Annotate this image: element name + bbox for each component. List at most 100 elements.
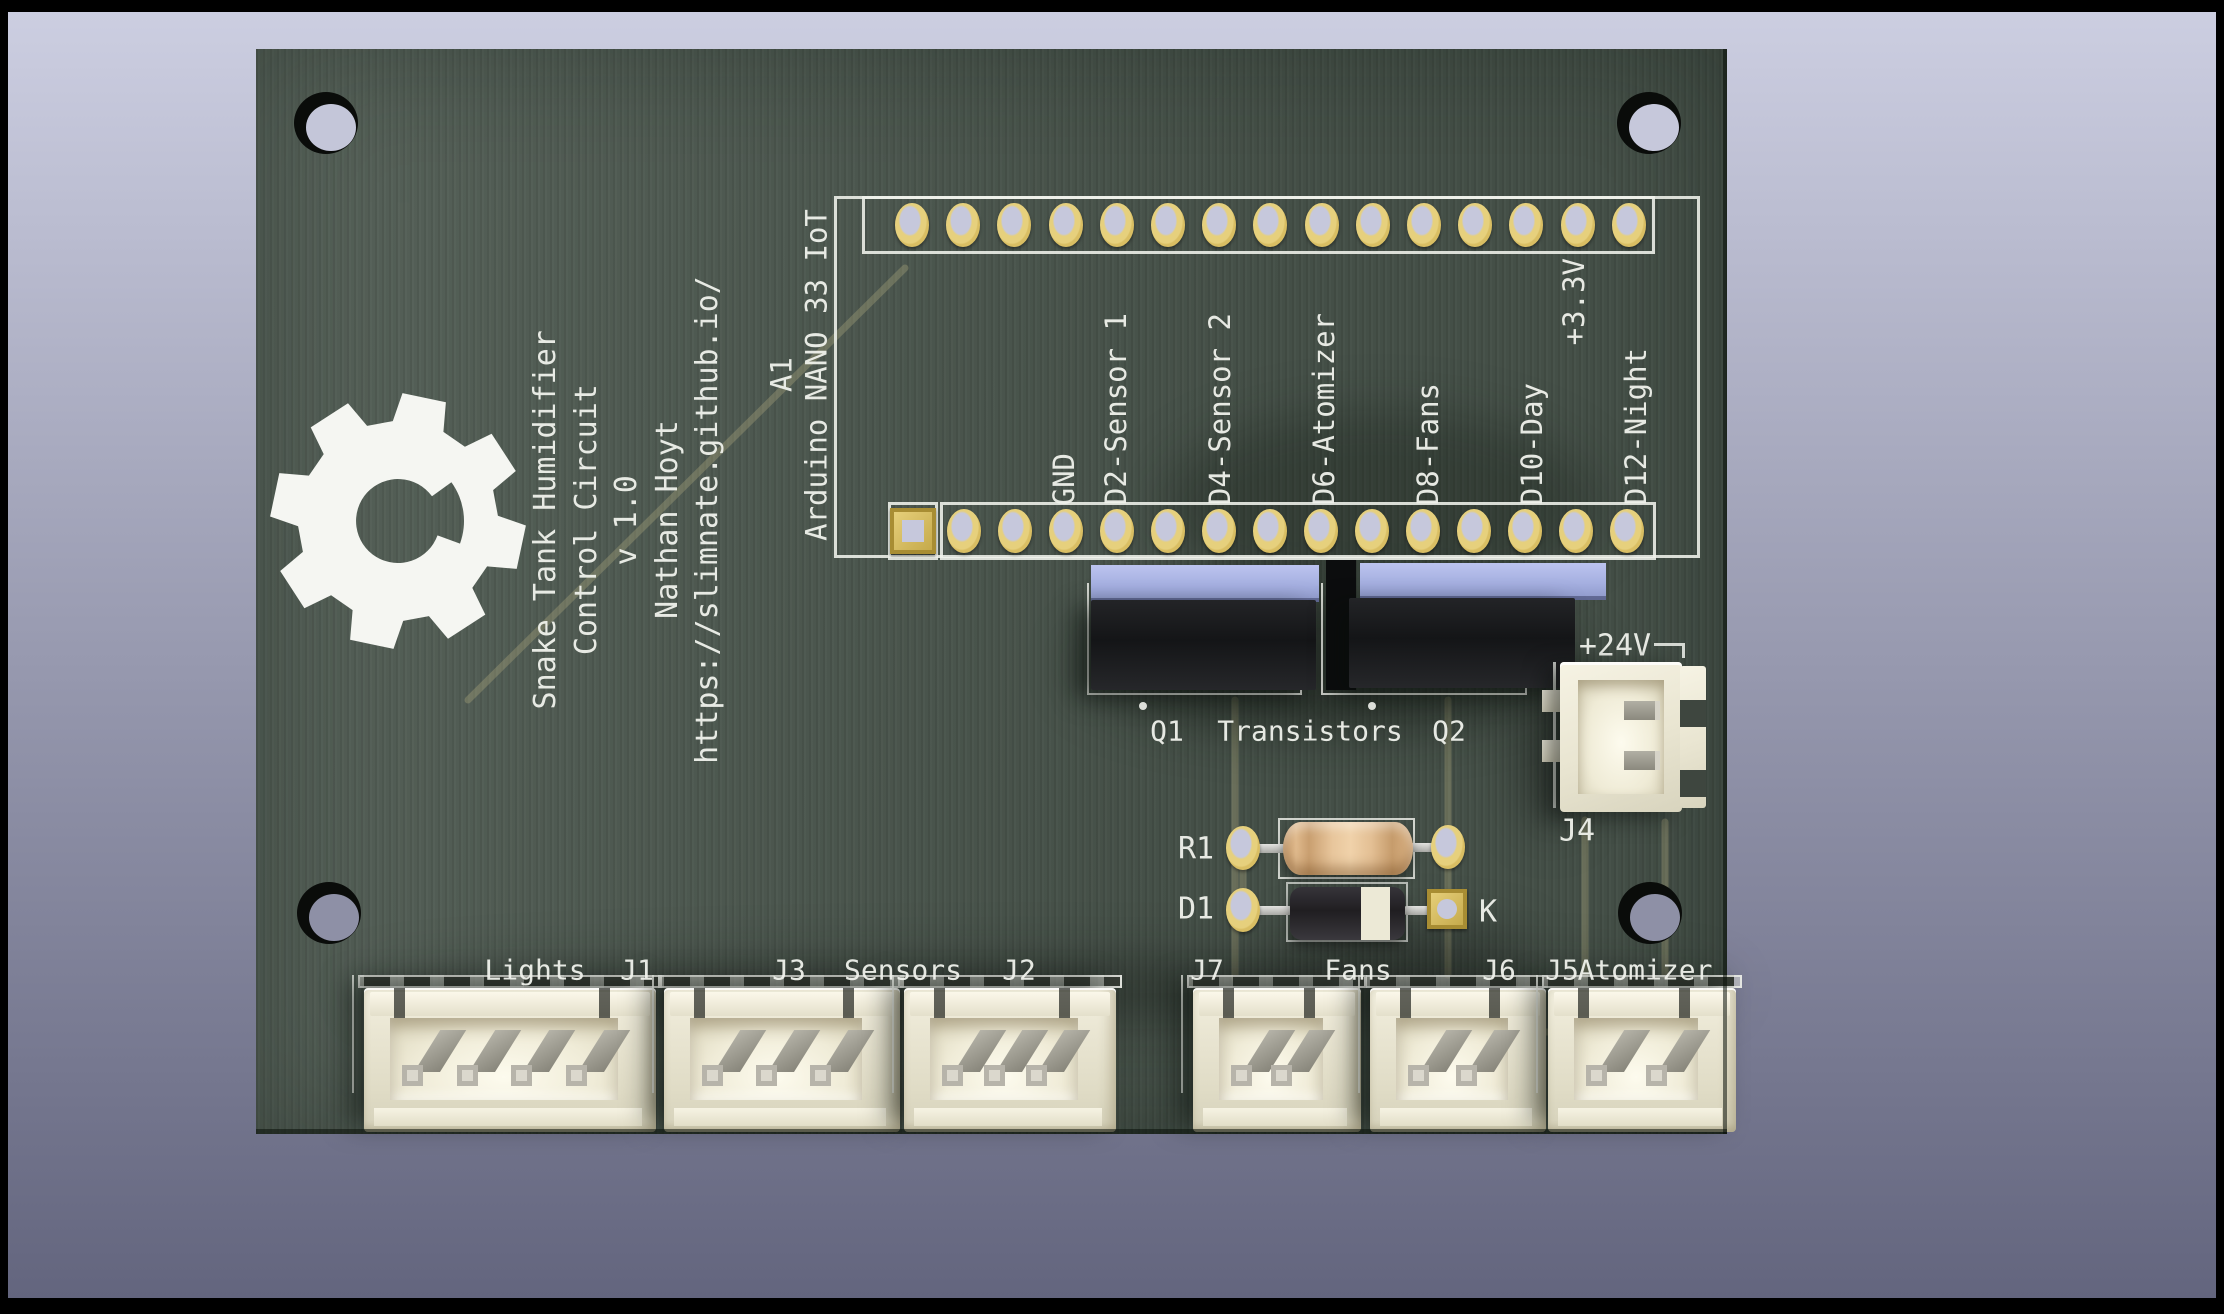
d1-lead <box>1403 906 1437 915</box>
header-pad <box>1253 509 1287 553</box>
title-block: Snake Tank Humidifier Control Circuit v … <box>527 276 726 764</box>
connector-pin <box>702 1030 767 1086</box>
connector-footprint-silk <box>1542 975 1742 988</box>
header-pad <box>895 203 929 247</box>
connector-pin-tip <box>1646 1065 1667 1086</box>
d1-pad <box>1226 888 1260 932</box>
q2-transistor-body <box>1349 598 1575 688</box>
pin-label: D12-Night <box>1619 347 1653 505</box>
connector-label: J6 <box>1482 953 1516 987</box>
connector-pin-tip <box>1408 1065 1429 1086</box>
connector-latch-slot <box>599 988 610 1020</box>
title-line: Control Circuit <box>568 384 604 656</box>
connector-latch-slot <box>934 988 945 1020</box>
connector-pin-tip <box>942 1065 963 1086</box>
connector-front-wall <box>1558 1108 1722 1126</box>
header-pad <box>1457 509 1491 553</box>
connector-footprint-silk <box>652 975 654 1093</box>
connector-j5 <box>1548 988 1736 1132</box>
j4-cavity <box>1578 680 1664 794</box>
connector-pin <box>1231 1030 1296 1086</box>
connector-label: Sensors <box>843 953 963 987</box>
header-pad <box>1458 203 1493 247</box>
r1-lead <box>1409 843 1451 852</box>
connector-cavity <box>690 1018 875 1100</box>
connector-front-wall <box>374 1108 642 1126</box>
pin1-outline <box>888 502 938 560</box>
connector-footprint-silk <box>892 975 894 1093</box>
connector-latch-slot <box>1059 988 1070 1020</box>
gear-logo-icon <box>270 393 526 649</box>
connector-pin <box>942 1030 1007 1086</box>
connector-label: J5 <box>1545 953 1579 987</box>
connector-pin <box>1408 1030 1473 1086</box>
pin-label: D8-Fans <box>1411 382 1445 505</box>
connector-front-wall <box>674 1108 886 1126</box>
j4-notch <box>1680 770 1706 797</box>
connector-footprint-silk <box>1181 975 1183 1093</box>
d1-cathode-hole <box>1437 899 1457 919</box>
connector-latch-slot <box>1223 988 1234 1020</box>
q1-transistor-tab <box>1091 565 1319 602</box>
connector-cavity <box>930 1018 1091 1100</box>
mounting-hole <box>1618 882 1682 944</box>
connector-pin-tip <box>1271 1065 1292 1086</box>
connector-label: J1 <box>620 953 654 987</box>
board-edge <box>256 1129 1727 1134</box>
pin-label: D10-Day <box>1515 382 1549 505</box>
hole-through <box>1630 894 1680 941</box>
connector-pin <box>810 1030 875 1086</box>
header-pad <box>1560 203 1595 247</box>
connector-label: Lights <box>484 953 586 987</box>
r1-lead <box>1241 844 1287 853</box>
pin-label: GND <box>1047 452 1081 505</box>
header-pad <box>1304 203 1339 247</box>
header-pad <box>1202 509 1236 553</box>
hole-through <box>1629 104 1679 151</box>
header-pin1-pad <box>890 508 936 554</box>
q1-dot <box>1139 702 1147 710</box>
q2-label: Q2 <box>1432 714 1466 748</box>
connector-footprint-silk <box>1536 975 1538 1093</box>
r1-label: R1 <box>1177 831 1215 867</box>
mounting-hole <box>294 92 358 154</box>
header-pad <box>1355 203 1390 247</box>
connector-pin-tip <box>1456 1065 1477 1086</box>
module-name: Arduino NANO 33 IoT <box>800 209 834 541</box>
header-pad <box>1099 203 1134 247</box>
r1-resistor-body <box>1283 822 1413 875</box>
connector-pin <box>1271 1030 1336 1086</box>
header-top-row-outline <box>862 196 1655 254</box>
header-pad <box>947 509 981 553</box>
q1-transistor-body <box>1091 600 1316 690</box>
r1-pad <box>1226 826 1260 870</box>
connector-pin <box>1586 1030 1651 1086</box>
connector-pin <box>1456 1030 1521 1086</box>
connector-label: J3 <box>772 953 806 987</box>
connector-label: Fans <box>1324 953 1392 987</box>
connector-latch-slot <box>1578 988 1589 1020</box>
connector-latch-slot <box>1304 988 1315 1020</box>
j4-label: J4 <box>1558 813 1596 849</box>
connector-footprint-silk <box>1364 975 1552 988</box>
j4-mount-tab <box>1542 690 1562 712</box>
connector-j2 <box>904 988 1116 1132</box>
connector-latch-slot <box>1400 988 1411 1020</box>
connector-latch-slot <box>394 988 405 1020</box>
connector-pin <box>756 1030 821 1086</box>
j4-pin <box>1624 751 1660 770</box>
header-pad <box>1406 509 1440 553</box>
connector-j3 <box>664 988 900 1132</box>
pcb-3d-viewport[interactable]: Snake Tank Humidifier Control Circuit v … <box>256 49 1742 1134</box>
q1-label: Q1 <box>1150 714 1184 748</box>
j4-silk-corner <box>1654 643 1685 658</box>
connector-pin-tip <box>1026 1065 1047 1086</box>
connector-pin <box>511 1030 576 1086</box>
connector-footprint-silk <box>1358 975 1360 1093</box>
mounting-hole <box>297 882 361 944</box>
title-line: Snake Tank Humidifier <box>527 330 563 710</box>
connector-pin <box>1646 1030 1711 1086</box>
j4-pin <box>1624 701 1660 720</box>
connector-pin-tip <box>1231 1065 1252 1086</box>
connector-j6 <box>1370 988 1546 1132</box>
